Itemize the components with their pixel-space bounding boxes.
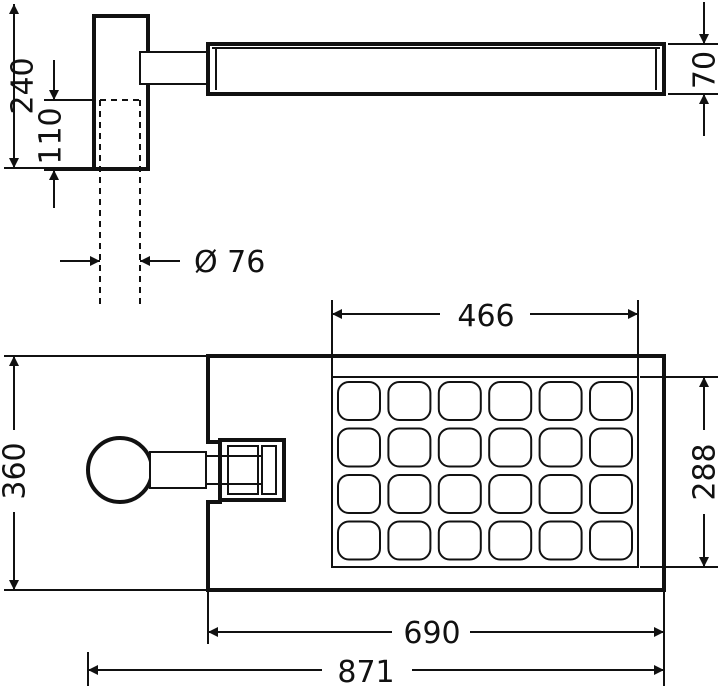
- dim-70-label: 70: [688, 51, 720, 89]
- dim-690: 690: [207, 592, 665, 686]
- led-lens: [437, 474, 482, 514]
- dim-288-label: 288: [688, 443, 720, 500]
- led-lens: [387, 474, 432, 514]
- led-lens: [337, 381, 381, 421]
- top-arm: [149, 451, 207, 489]
- led-lens: [437, 427, 482, 468]
- led-lens: [437, 381, 482, 421]
- dim-690-label: 690: [403, 616, 460, 651]
- dim-240: 240: [4, 3, 92, 169]
- led-lens: [437, 520, 482, 561]
- dim-288: 288: [640, 376, 720, 568]
- side-arm-connector: [139, 51, 209, 85]
- dim-110: 110: [34, 60, 96, 208]
- led-lens: [589, 474, 633, 514]
- dim-871-label: 871: [337, 655, 394, 686]
- pole-circle: [86, 436, 154, 504]
- led-lens: [538, 474, 583, 514]
- dim-466: 466: [331, 299, 639, 376]
- led-lens: [589, 427, 633, 468]
- top-view: [86, 354, 666, 592]
- led-lens: [488, 381, 533, 421]
- led-lens: [589, 381, 633, 421]
- led-lens: [488, 520, 533, 561]
- side-luminaire-body: [206, 42, 666, 96]
- dim-871: 871: [87, 652, 664, 686]
- led-panel: [331, 376, 639, 568]
- led-lens: [337, 427, 381, 468]
- dim-360: 360: [0, 355, 206, 591]
- dim-70: 70: [668, 2, 720, 136]
- led-grid: [337, 381, 633, 561]
- side-bracket: [92, 14, 150, 171]
- led-lens: [488, 474, 533, 514]
- dim-240-label: 240: [6, 57, 41, 114]
- led-lens: [538, 381, 583, 421]
- led-lens: [337, 520, 381, 561]
- led-lens: [387, 427, 432, 468]
- side-view: [92, 14, 666, 305]
- dim-360-label: 360: [0, 442, 33, 499]
- led-lens: [337, 474, 381, 514]
- dim-diameter-label: Ø 76: [194, 245, 265, 280]
- led-lens: [589, 520, 633, 561]
- led-lens: [538, 520, 583, 561]
- dim-diameter: Ø 76: [60, 245, 265, 280]
- led-lens: [387, 381, 432, 421]
- dim-466-label: 466: [457, 299, 514, 334]
- dim-110-label: 110: [34, 107, 69, 164]
- led-lens: [387, 520, 432, 561]
- led-lens: [538, 427, 583, 468]
- led-lens: [488, 427, 533, 468]
